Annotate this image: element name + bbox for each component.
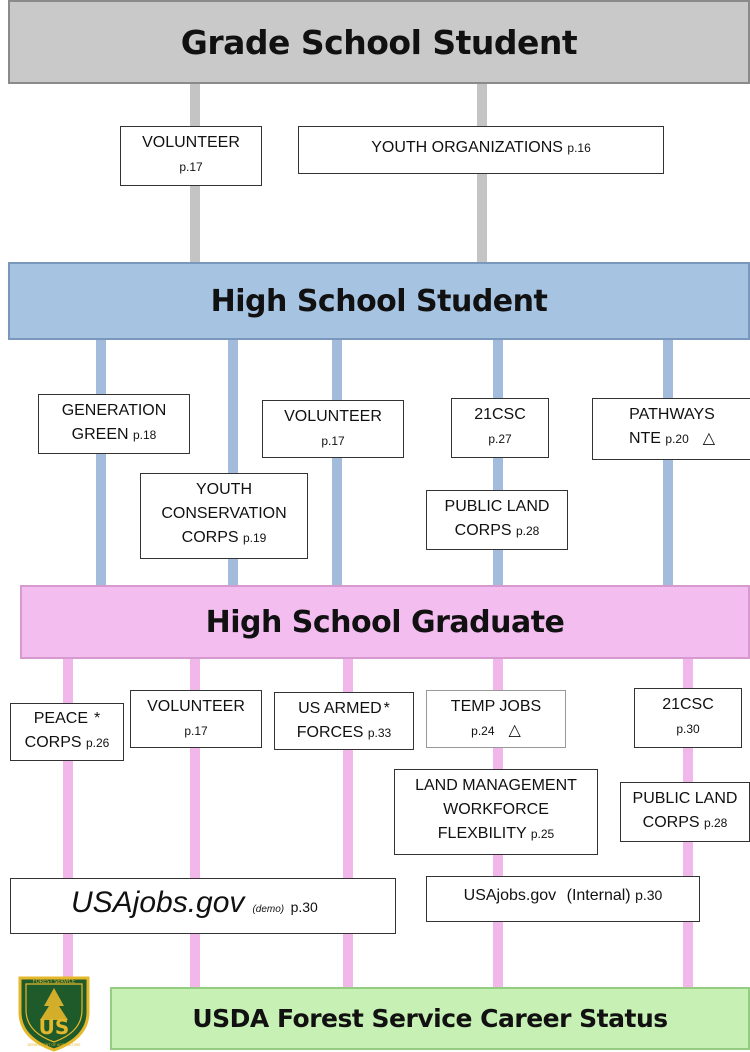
connector-line [663, 340, 673, 585]
box-title: PUBLIC LAND [632, 790, 738, 807]
page-ref: p.19 [243, 531, 267, 545]
generation-green-box: GENERATION GREEN p.18 [38, 394, 190, 454]
page-ref: p.30 [635, 887, 663, 903]
pathways-nte-box: PATHWAYS NTE p.20 △ [592, 398, 750, 460]
grad-21csc-box: 21CSC p.30 [634, 688, 742, 748]
land-management-box: LAND MANAGEMENT WORKFORCE FLEXBILITY p.2… [394, 769, 598, 855]
box-title: FLEXBILITY [437, 825, 527, 842]
grade-volunteer-box: VOLUNTEER p.17 [120, 126, 262, 186]
career-status-band: USDA Forest Service Career Status [110, 987, 750, 1050]
box-title: LAND MANAGEMENT [415, 777, 577, 794]
page-ref: p.17 [179, 160, 203, 174]
page-ref: p.17 [184, 724, 208, 738]
page-ref: p.24 [471, 724, 495, 738]
grad-volunteer-box: VOLUNTEER p.17 [130, 690, 262, 748]
box-title: VOLUNTEER [142, 134, 240, 151]
peace-corps-box: PEACE * CORPS p.26 [10, 703, 124, 761]
high-school-graduate-band: High School Graduate [20, 585, 750, 659]
connector-line [343, 659, 353, 987]
page-ref: p.26 [86, 736, 110, 750]
box-title: PUBLIC LAND [444, 498, 550, 515]
high-school-band: High School Student [8, 262, 750, 340]
triangle-mark-icon: △ [702, 430, 716, 447]
box-title: CORPS [181, 529, 239, 546]
usajobs-demo-box: USAjobs.gov (demo) p.30 [10, 878, 396, 934]
usajobs-internal-box: USAjobs.gov (Internal) p.30 [426, 876, 700, 922]
box-title: PATHWAYS [629, 406, 715, 423]
logo-bottom-text: DEPARTMENT OF AGRICULTURE [27, 1043, 80, 1047]
page-ref: p.20 [665, 432, 689, 446]
box-title: TEMP JOBS [450, 698, 542, 715]
us-armed-forces-box: US ARMED* FORCES p.33 [274, 692, 414, 750]
box-title: CORPS [454, 522, 512, 539]
grad-public-land-corps-box: PUBLIC LAND CORPS p.28 [620, 782, 750, 842]
temp-jobs-box: TEMP JOBS p.24 △ [426, 690, 566, 748]
page-ref: p.28 [516, 524, 540, 538]
connector-line [228, 340, 238, 585]
box-title: CORPS [642, 814, 700, 831]
forest-service-shield-logo: US FOREST SERVICE DEPARTMENT OF AGRICULT… [18, 976, 90, 1052]
asterisk-mark-icon: * [383, 700, 390, 717]
page-ref: p.30 [290, 899, 318, 915]
youth-organizations-box: YOUTH ORGANIZATIONS p.16 [298, 126, 664, 174]
youth-conservation-corps-box: YOUTH CONSERVATION CORPS p.19 [140, 473, 308, 559]
box-title: FORCES [296, 724, 364, 741]
connector-line [96, 340, 106, 585]
box-title: NTE [628, 430, 661, 447]
triangle-mark-icon: △ [508, 722, 521, 739]
box-title: US ARMED [298, 700, 382, 717]
box-title: VOLUNTEER [284, 408, 382, 425]
logo-top-text: FOREST SERVICE [33, 979, 75, 985]
connector-line [332, 340, 342, 585]
connector-line [63, 659, 73, 987]
usajobs-title: USAjobs.gov [71, 886, 245, 919]
usajobs-note: (demo) [252, 904, 285, 915]
box-title: PEACE [33, 710, 88, 727]
usajobs-note: (Internal) [566, 887, 631, 904]
connector-line [493, 340, 503, 585]
page-ref: p.27 [488, 432, 512, 446]
page-ref: p.18 [133, 428, 157, 442]
page-ref: p.28 [704, 816, 728, 830]
box-title: CONSERVATION [161, 505, 287, 522]
hs-21csc-box: 21CSC p.27 [451, 398, 549, 458]
page-ref: p.17 [321, 434, 345, 448]
asterisk-mark-icon: * [94, 710, 101, 727]
box-title: WORKFORCE [443, 801, 549, 818]
usajobs-title: USAjobs.gov [463, 887, 557, 904]
page-ref: p.16 [567, 141, 591, 155]
box-title: YOUTH ORGANIZATIONS [371, 139, 563, 156]
hs-volunteer-box: VOLUNTEER p.17 [262, 400, 404, 458]
page-ref: p.30 [676, 722, 700, 736]
box-title: CORPS [24, 734, 82, 751]
box-title: 21CSC [474, 406, 526, 423]
box-title: YOUTH [196, 481, 252, 498]
page-ref: p.25 [530, 827, 555, 841]
box-title: GENERATION [61, 402, 167, 419]
page-ref: p.33 [367, 726, 392, 740]
hs-public-land-corps-box: PUBLIC LAND CORPS p.28 [426, 490, 568, 550]
box-title: VOLUNTEER [147, 698, 245, 715]
box-title: 21CSC [662, 696, 714, 713]
grade-school-band: Grade School Student [8, 0, 750, 84]
connector-line [190, 659, 200, 987]
logo-letters: US [39, 1015, 70, 1039]
box-title: GREEN [71, 426, 129, 443]
